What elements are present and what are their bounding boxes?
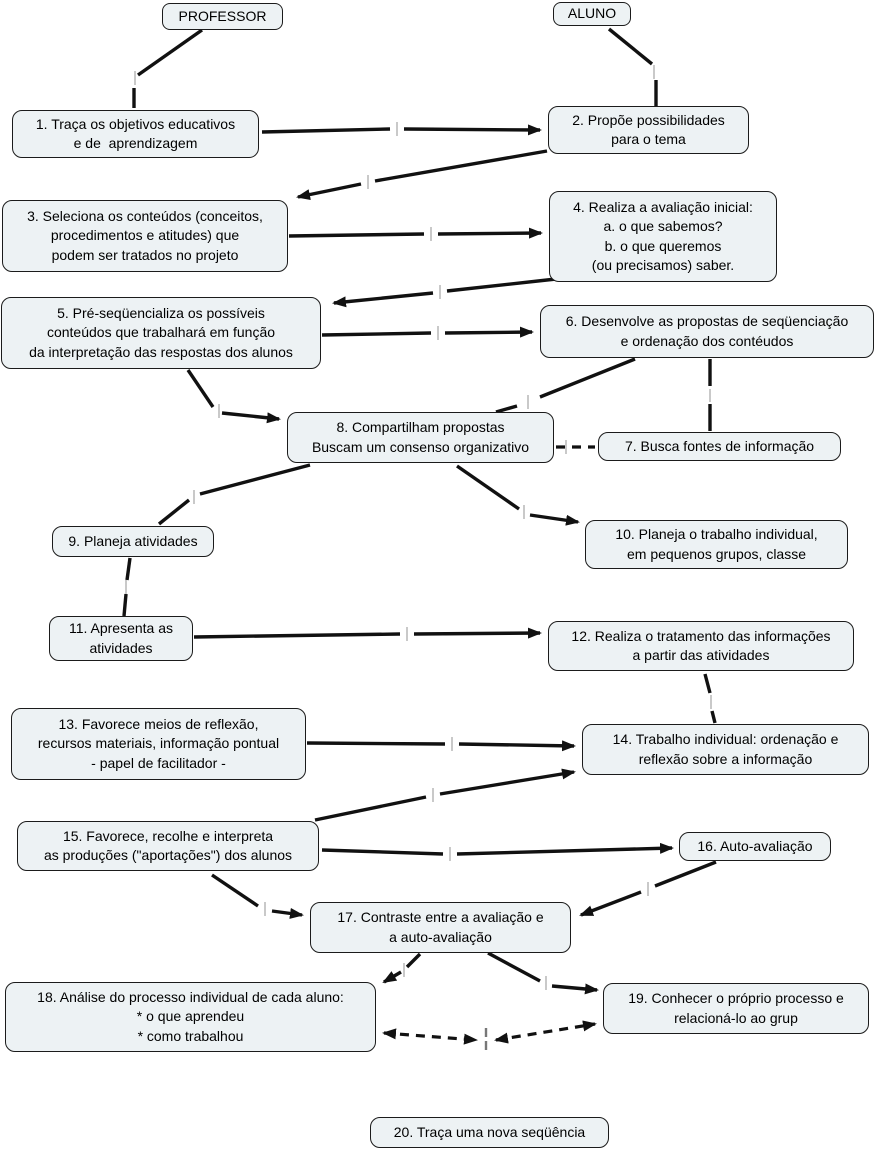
node-5-pre-sequencializa[interactable]: 5. Pré-seqüencializa os possíveis conteú… — [1, 297, 321, 369]
node-7-busca-fontes[interactable]: 7. Busca fontes de informação — [598, 432, 841, 461]
node-13-favorece-meios[interactable]: 13. Favorece meios de reflexão, recursos… — [11, 708, 306, 780]
node-2-propoe-possibilidades[interactable]: 2. Propõe possibilidades para o tema — [548, 106, 749, 154]
connector-8-10 — [456, 464, 580, 526]
connector-11-12 — [193, 627, 542, 639]
connector-2-3 — [296, 149, 548, 200]
connector-5-6 — [321, 326, 534, 338]
node-14-trabalho-individual[interactable]: 14. Trabalho individual: ordenação e ref… — [582, 724, 869, 775]
connector-13-14 — [306, 740, 576, 752]
connector-4-5 — [332, 277, 557, 308]
node-15-favorece-recolhe[interactable]: 15. Favorece, recolhe e interpreta as pr… — [17, 821, 319, 871]
node-12-tratamento-informacoes[interactable]: 12. Realiza o tratamento das informações… — [548, 621, 854, 671]
node-3-seleciona-conteudos[interactable]: 3. Seleciona os conteúdos (conceitos, pr… — [2, 200, 288, 272]
node-aluno[interactable]: ALUNO — [553, 2, 631, 26]
connector-16-17 — [579, 860, 717, 917]
node-4-avaliacao-inicial[interactable]: 4. Realiza a avaliação inicial: a. o que… — [549, 191, 777, 282]
connector-3-4 — [288, 227, 543, 239]
connector-12-14 — [703, 673, 717, 724]
connector-17-18 — [382, 952, 422, 984]
node-8-compartilham-propostas[interactable]: 8. Compartilham propostas Buscam um cons… — [287, 412, 554, 463]
connector-5-8 — [186, 369, 281, 424]
node-10-planeja-trabalho[interactable]: 10. Planeja o trabalho individual, em pe… — [585, 520, 848, 569]
connector-professor-1 — [132, 28, 203, 108]
connector-15-16 — [321, 842, 674, 856]
node-18-analise-processo[interactable]: 18. Análise do processo individual de ca… — [5, 982, 376, 1052]
connector-15-17 — [211, 873, 304, 919]
node-6-desenvolve-propostas[interactable]: 6. Desenvolve as propostas de seqüenciaç… — [540, 305, 874, 358]
connector-aluno-2 — [607, 27, 658, 106]
connector-9-11 — [122, 557, 132, 617]
connector-6-8 — [495, 357, 636, 414]
connector-18-19-dashed — [382, 1020, 597, 1050]
node-9-planeja-atividades[interactable]: 9. Planeja atividades — [52, 526, 214, 557]
node-11-apresenta-atividades[interactable]: 11. Apresenta as atividades — [49, 616, 193, 661]
connector-1-2 — [261, 124, 542, 136]
connector-17-19 — [487, 951, 599, 995]
node-19-conhecer-processo[interactable]: 19. Conhecer o próprio processo e relaci… — [603, 983, 869, 1034]
node-professor[interactable]: PROFESSOR — [162, 3, 283, 30]
node-17-contraste-avaliacao[interactable]: 17. Contraste entre a avaliação e a auto… — [310, 902, 571, 953]
node-16-auto-avaliacao[interactable]: 16. Auto-avaliação — [679, 832, 831, 861]
connector-15-14 — [314, 768, 576, 822]
connector-8-9 — [157, 463, 311, 526]
connector-label-ticks — [125, 65, 712, 990]
node-20-nova-sequencia[interactable]: 20. Traça uma nova seqüência — [370, 1117, 609, 1148]
node-1-traca-objetivos[interactable]: 1. Traça os objetivos educativos e de ap… — [12, 110, 259, 158]
